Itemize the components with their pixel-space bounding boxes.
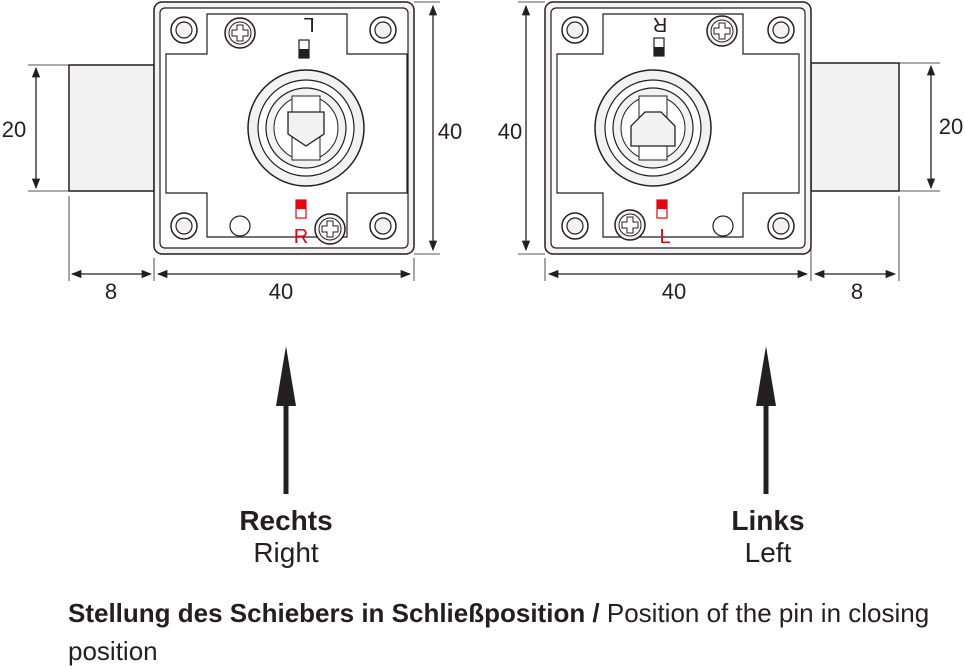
arrow-up-icon bbox=[276, 346, 296, 494]
right-lock-mount-hole bbox=[561, 16, 589, 44]
right-lock-mount-hole bbox=[767, 212, 795, 240]
left-lock-dim-bolt-height: 20 bbox=[2, 117, 26, 142]
left-lock-keyway bbox=[287, 111, 325, 147]
right-lock-dim-body-height: 40 bbox=[498, 119, 522, 144]
right-lock-bottom-mark: L bbox=[659, 226, 670, 248]
left-lock-mount-hole bbox=[369, 16, 397, 44]
label-left: Left bbox=[744, 537, 792, 568]
left-lock-bottom-mark: R bbox=[294, 226, 308, 248]
right-lock-top-mark: R bbox=[653, 13, 667, 35]
right-lock-keyway bbox=[630, 111, 676, 147]
left-lock-mount-hole bbox=[170, 212, 198, 240]
footer-caption-english: Position of the pin in closing position bbox=[68, 598, 930, 666]
left-lock-mount-hole bbox=[170, 16, 198, 44]
right-lock-mount-hole bbox=[561, 212, 589, 240]
label-left-side: Links Left bbox=[668, 505, 868, 569]
left-lock-dim-body-width: 40 bbox=[269, 279, 293, 304]
right-lock-dim-body-width: 40 bbox=[662, 279, 686, 304]
left-lock-bottom-screw-icon bbox=[314, 213, 346, 245]
right-lock-cylinder bbox=[594, 69, 712, 187]
label-right-side: Rechts Right bbox=[186, 505, 386, 569]
left-lock-dim-bolt-width: 8 bbox=[105, 279, 117, 304]
left-lock: L R 20 40 8 40 bbox=[2, 1, 462, 304]
right-lock-mount-hole bbox=[767, 16, 795, 44]
left-lock-top-screw-icon bbox=[224, 17, 256, 49]
left-lock-top-mark: L bbox=[303, 13, 314, 35]
right-lock-small-hole bbox=[712, 215, 734, 237]
right-lock-bottom-screw-icon bbox=[614, 209, 646, 241]
right-lock-dim-bolt-height: 20 bbox=[939, 114, 963, 139]
right-lock-dim-bolt-width: 8 bbox=[851, 279, 863, 304]
left-lock-cylinder bbox=[247, 69, 365, 187]
right-lock-top-screw-icon bbox=[706, 15, 738, 47]
left-lock-mount-hole bbox=[369, 212, 397, 240]
left-lock-bolt bbox=[68, 64, 155, 192]
right-lock: R L 40 20 40 8 bbox=[498, 1, 963, 304]
footer-caption: Stellung des Schiebers in Schließpositio… bbox=[68, 594, 948, 670]
right-lock-bolt bbox=[810, 62, 900, 192]
label-links: Links bbox=[731, 505, 805, 536]
footer-caption-german: Stellung des Schiebers in Schließpositio… bbox=[68, 598, 600, 628]
left-lock-small-hole bbox=[229, 215, 251, 237]
left-lock-dim-body-height: 40 bbox=[438, 119, 462, 144]
label-right: Right bbox=[253, 537, 319, 568]
label-rechts: Rechts bbox=[239, 505, 333, 536]
arrow-up-icon bbox=[756, 346, 776, 494]
